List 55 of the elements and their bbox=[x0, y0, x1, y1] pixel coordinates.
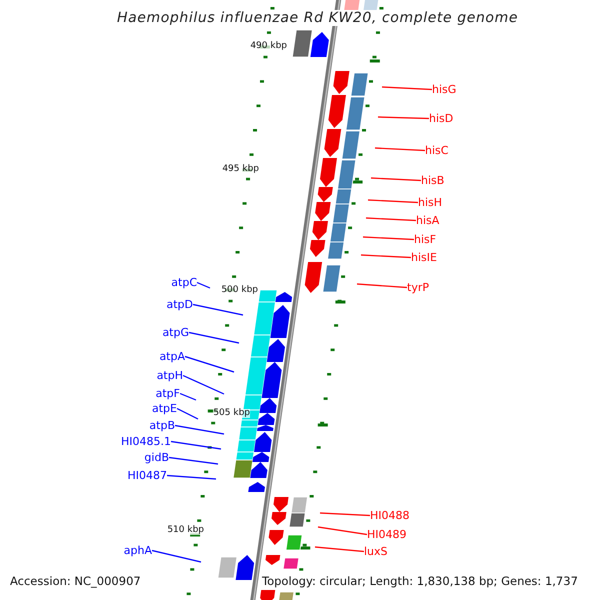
leader-line bbox=[182, 374, 224, 395]
scale-label: 495 kbp bbox=[222, 165, 259, 174]
gene-label: HI0489 bbox=[367, 529, 407, 540]
leader-line bbox=[196, 282, 210, 289]
leader-line bbox=[170, 440, 222, 450]
gene-label: luxS bbox=[364, 546, 388, 557]
gene-label: hisA bbox=[416, 215, 440, 226]
leader-line bbox=[360, 254, 412, 258]
leader-line bbox=[318, 526, 368, 536]
gene-label: HI0488 bbox=[370, 510, 410, 521]
gene-label: atpC bbox=[171, 277, 197, 288]
gene-label: HI0487 bbox=[127, 470, 167, 481]
genome-summary-text: Topology: circular; Length: 1,830,138 bp; Genes: 1,737 bbox=[262, 576, 578, 588]
scale-label: 510 kbp bbox=[167, 526, 204, 536]
leader-line bbox=[362, 236, 414, 240]
gene-label: atpD bbox=[166, 299, 193, 310]
leader-line bbox=[152, 550, 202, 563]
leader-line bbox=[368, 199, 418, 204]
leader-line bbox=[166, 474, 216, 480]
gene-label: hisD bbox=[429, 113, 454, 124]
gene-label: atpH bbox=[156, 370, 183, 381]
gene-label: aphA bbox=[124, 545, 152, 556]
leader-line bbox=[320, 512, 370, 516]
scale-label: 505 kbp bbox=[213, 409, 250, 418]
scale-label: 490 kbp bbox=[250, 42, 287, 52]
gene-label: atpG bbox=[162, 327, 189, 338]
gene-label: atpF bbox=[156, 388, 180, 399]
gene-label: hisC bbox=[425, 145, 448, 156]
leader-line bbox=[366, 217, 416, 222]
leader-line bbox=[188, 332, 240, 344]
leader-line bbox=[382, 86, 432, 90]
leader-line bbox=[370, 177, 422, 182]
gene-label: hisG bbox=[432, 84, 456, 95]
leader-line bbox=[378, 116, 430, 120]
gene-label: hisIE bbox=[411, 252, 437, 263]
accession-text: Accession: NC_000907 bbox=[10, 576, 141, 588]
gene-label: tyrP bbox=[407, 282, 429, 293]
gene-label: HI0485.1 bbox=[120, 436, 171, 447]
leader-line bbox=[180, 392, 196, 401]
leader-line bbox=[184, 356, 234, 373]
leader-line bbox=[374, 147, 426, 152]
leader-line bbox=[192, 304, 244, 316]
leader-line bbox=[176, 408, 198, 420]
gene-label: hisB bbox=[421, 175, 444, 186]
gene-label: atpA bbox=[159, 351, 185, 362]
leader-line bbox=[174, 424, 224, 435]
gene-label: gidB bbox=[144, 452, 169, 463]
gene-label: atpB bbox=[149, 420, 175, 431]
gene-label: hisH bbox=[418, 197, 442, 208]
leader-line bbox=[168, 456, 218, 465]
leader-line bbox=[356, 283, 408, 288]
gene-label: hisF bbox=[414, 234, 436, 245]
scale-label: 500 kbp bbox=[221, 286, 258, 296]
gene-label: atpE bbox=[152, 403, 177, 414]
leader-line bbox=[314, 546, 364, 552]
